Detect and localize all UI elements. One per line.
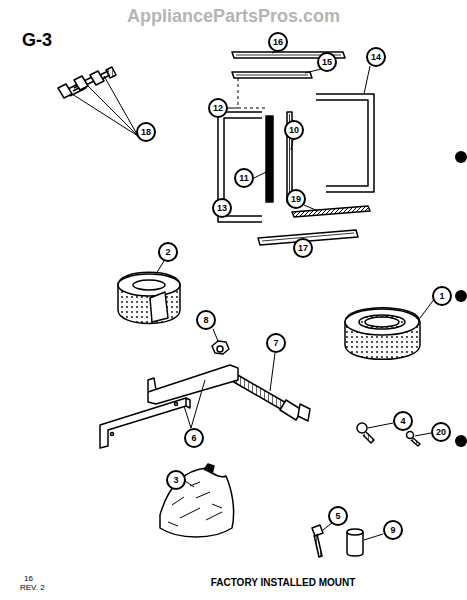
- callout-number: 17: [293, 238, 313, 258]
- callout-number: 9: [383, 520, 403, 540]
- callout-text: 3: [173, 476, 178, 485]
- callout-text: 5: [335, 512, 340, 521]
- figure-title: G-3: [22, 30, 52, 51]
- screw: [357, 423, 374, 443]
- callout-text: 10: [289, 126, 299, 135]
- callout-text: 20: [436, 428, 446, 437]
- hex-nut: [212, 341, 229, 354]
- foam-ring: [118, 272, 180, 323]
- callout-text: 19: [291, 195, 301, 204]
- callout-number: 18: [136, 122, 156, 142]
- watermark: AppliancePartsPros.com: [127, 6, 340, 27]
- page-number: 16: [24, 574, 33, 583]
- callout-text: 8: [203, 316, 208, 325]
- callout-number: 16: [268, 32, 288, 52]
- callout-number: 8: [196, 310, 216, 330]
- revision-note: REV. 2: [20, 583, 45, 592]
- callout-text: 6: [191, 434, 196, 443]
- mounting-bracket: [100, 365, 238, 448]
- callout-number: 19: [286, 189, 306, 209]
- callout-number: 3: [166, 470, 186, 490]
- sleeve: [347, 529, 363, 556]
- foam-ring: [345, 308, 420, 360]
- callout-text: 16: [273, 38, 283, 47]
- callout-text: 2: [165, 248, 170, 257]
- callout-number: 7: [266, 333, 286, 353]
- callout-text: 9: [390, 526, 395, 535]
- seal-strip: [266, 116, 273, 202]
- callout-number: 2: [158, 242, 178, 262]
- callout-number: 4: [393, 411, 413, 431]
- right-frame: [316, 94, 374, 192]
- callout-text: 12: [213, 104, 223, 113]
- callout-number: 11: [234, 168, 254, 188]
- callout-number: 5: [328, 506, 348, 526]
- callout-number: 15: [317, 52, 337, 72]
- figure-caption: FACTORY INSTALLED MOUNT: [211, 577, 356, 588]
- callout-text: 4: [400, 417, 405, 426]
- callout-number: 1: [432, 286, 452, 306]
- screw: [312, 525, 323, 557]
- callout-number: 14: [366, 47, 386, 67]
- callout-number: 6: [184, 428, 204, 448]
- callout-number: 10: [284, 120, 304, 140]
- callout-text: 17: [298, 244, 308, 253]
- callout-number: 12: [208, 98, 228, 118]
- hardware-bag: [160, 468, 234, 537]
- callout-text: 11: [239, 174, 249, 183]
- callout-text: 15: [322, 58, 332, 67]
- callout-number: 13: [212, 198, 232, 218]
- callout-number: 20: [431, 422, 451, 442]
- callout-text: 1: [439, 292, 444, 301]
- screw: [407, 432, 421, 447]
- callout-text: 18: [141, 128, 151, 137]
- callout-text: 14: [371, 53, 381, 62]
- binder-dot: [455, 151, 467, 447]
- callout-text: 13: [217, 204, 227, 213]
- leader-line: [72, 51, 435, 540]
- callout-text: 7: [273, 339, 278, 348]
